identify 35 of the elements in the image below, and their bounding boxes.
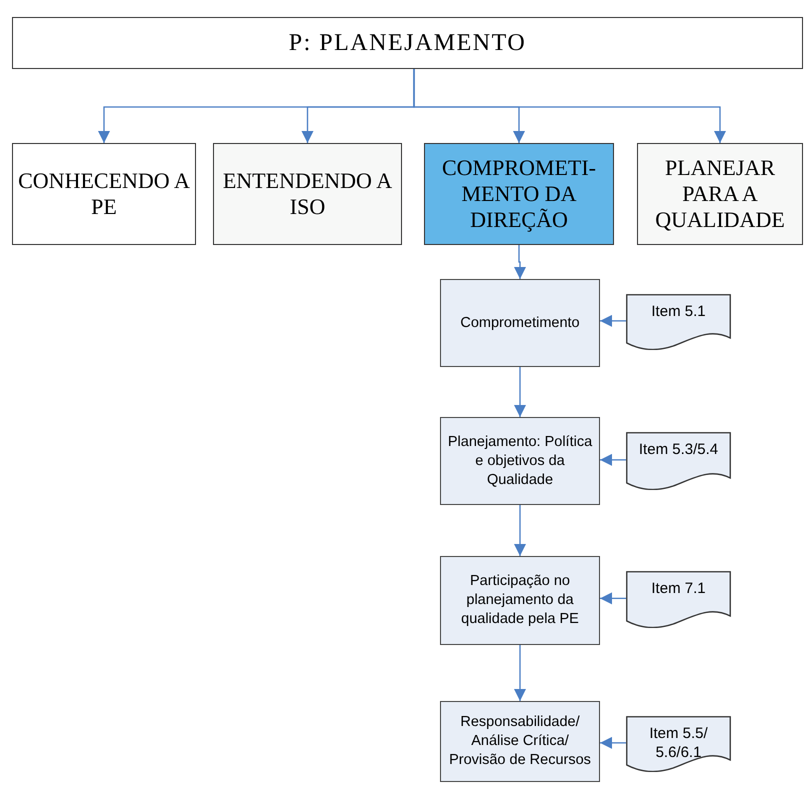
arrow — [600, 454, 626, 466]
box-label: PLANEJAR PARA A QUALIDADE — [654, 155, 786, 233]
box-label: Item 5.1 — [651, 302, 706, 321]
box-label: Item 5.5/ 5.6/6.1 — [648, 724, 709, 762]
arrow — [600, 314, 626, 327]
document-shape — [626, 294, 731, 350]
box-label: Comprometimento — [460, 314, 580, 332]
box-label: Item 7.1 — [651, 579, 706, 598]
process-box — [440, 279, 600, 367]
category-box — [12, 143, 196, 245]
arrow — [514, 645, 526, 701]
arrow — [600, 736, 626, 749]
category-box — [424, 143, 614, 245]
arrow — [514, 505, 526, 556]
process-box — [440, 417, 600, 505]
arrow — [514, 245, 526, 279]
box-label: CONHECENDO A PE — [17, 168, 191, 220]
category-box — [637, 143, 803, 245]
document-shape — [626, 432, 731, 490]
box-label: Participação no planejamento da qualidade pela PE — [460, 572, 580, 629]
box-label: Responsabilidade/ Análise Crítica/ Provisão de Recursos — [448, 713, 592, 770]
title-box — [12, 17, 803, 69]
process-box — [440, 701, 600, 782]
box-label: COMPROMETI- MENTO DA DIREÇÃO — [440, 155, 597, 233]
arrow — [600, 592, 626, 604]
box-label: Item 5.3/5.4 — [638, 440, 718, 459]
box-label: Planejamento: Política e objetivos da Qualidade — [446, 432, 594, 490]
process-box — [440, 556, 600, 645]
box-label: ENTENDENDO A ISO — [222, 168, 394, 220]
category-box — [213, 143, 402, 245]
arrow — [514, 367, 526, 417]
document-shape — [626, 716, 731, 772]
document-shape — [626, 571, 731, 628]
arrow — [413, 69, 726, 143]
box-label: P: PLANEJAMENTO — [288, 30, 526, 56]
